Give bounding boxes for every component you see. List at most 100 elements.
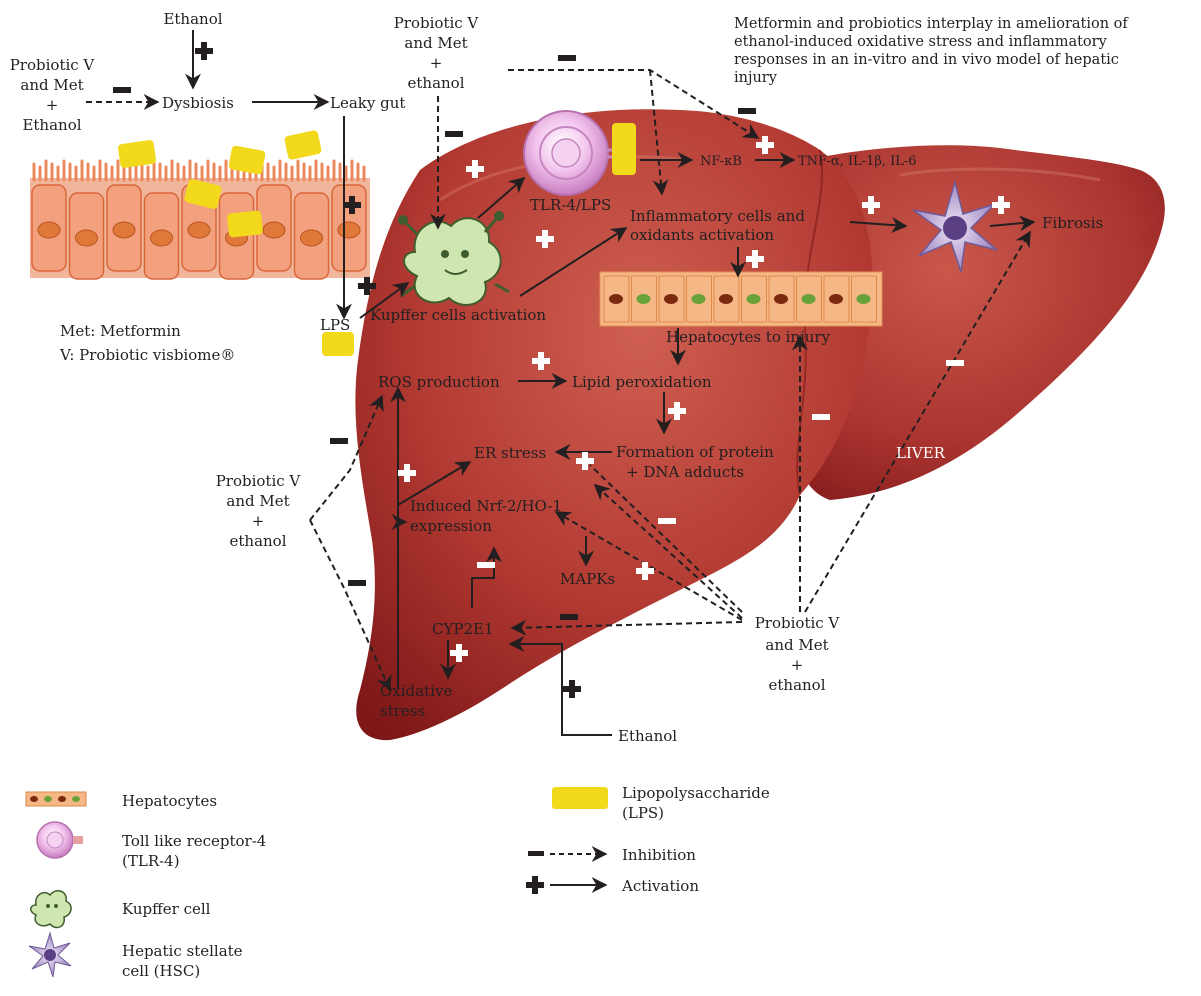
- legend-hepatocytes-label: Hepatocytes: [122, 792, 217, 810]
- node-leaky-gut: Leaky gut: [330, 94, 405, 112]
- node-tlr4-lps: TLR-4/LPS: [530, 196, 611, 214]
- svg-text:and Met: and Met: [226, 492, 289, 510]
- svg-text:and Met: and Met: [20, 76, 83, 94]
- legend-hsc-label: Hepatic stellate: [122, 942, 243, 960]
- minus-sign-dark: [330, 438, 348, 444]
- node-er-stress: ER stress: [474, 444, 546, 462]
- node-ros: ROS production: [378, 373, 500, 391]
- node-inflammatory: Inflammatory cells and: [630, 207, 805, 225]
- minus-sign-light: [477, 562, 495, 568]
- treatment-top-center: Probiotic V and Met + ethanol: [394, 14, 480, 92]
- node-adducts: Formation of protein: [616, 443, 774, 461]
- node-hepatocytes-injury: Hepatocytes to injury: [666, 328, 831, 346]
- title-block: Metformin and probiotics interplay in am…: [734, 16, 1129, 86]
- lps-molecule-tlr: [612, 123, 636, 175]
- svg-text:ethanol: ethanol: [230, 532, 287, 550]
- title-line: ethanol-induced oxidative stress and inf…: [734, 34, 1108, 50]
- node-kupffer-activation: Kupffer cells activation: [370, 306, 546, 324]
- gut-nucleus: [188, 222, 210, 238]
- legend-tlr4-label: Toll like receptor-4: [122, 832, 266, 850]
- svg-text:Probiotic V: Probiotic V: [755, 614, 841, 632]
- minus-sign-dark: [113, 87, 131, 93]
- node-oxidative: Oxidative: [380, 682, 452, 700]
- treatment-top-left: Probiotic V and Met + Ethanol: [10, 56, 96, 134]
- svg-text:+: +: [46, 96, 59, 114]
- svg-text:Probiotic V: Probiotic V: [394, 14, 480, 32]
- node-ethanol-top: Ethanol: [163, 10, 222, 28]
- node-cyp2e1: CYP2E1: [432, 620, 494, 638]
- legend: Hepatocytes Toll like receptor-4 (TLR-4)…: [26, 784, 770, 980]
- title-line: injury: [734, 70, 778, 86]
- svg-text:ethanol: ethanol: [769, 676, 826, 694]
- minus-sign-dark: [560, 614, 578, 620]
- plus-sign-dark: [563, 680, 581, 698]
- svg-text:and Met: and Met: [404, 34, 467, 52]
- gut-nucleus: [38, 222, 60, 238]
- lps-molecule: [227, 210, 263, 237]
- legend-hsc-icon: [29, 933, 71, 977]
- legend-tlr4-icon: [37, 822, 83, 858]
- minus-sign-light: [658, 518, 676, 524]
- lps-molecule: [322, 332, 354, 356]
- legend-lps-label-2: (LPS): [622, 804, 664, 822]
- node-stress: stress: [380, 702, 425, 720]
- legend-hepatocytes-icon: [26, 792, 86, 806]
- legend-hsc-label-2: cell (HSC): [122, 962, 200, 980]
- hepatocyte-band: [600, 272, 882, 326]
- minus-sign-dark: [348, 580, 366, 586]
- minus-sign-light: [812, 414, 830, 420]
- node-lipid: Lipid peroxidation: [572, 373, 712, 391]
- svg-text:+: +: [791, 656, 804, 674]
- svg-text:Probiotic V: Probiotic V: [10, 56, 96, 74]
- svg-text:Ethanol: Ethanol: [22, 116, 81, 134]
- treatment-right: Probiotic V and Met + ethanol: [755, 614, 841, 694]
- treatment-left: Probiotic V and Met + ethanol: [216, 472, 302, 550]
- abbrev-v: V: Probiotic visbiome®: [59, 346, 235, 364]
- node-oxidants: oxidants activation: [630, 226, 774, 244]
- node-ethanol-bottom: Ethanol: [618, 727, 677, 745]
- node-fibrosis: Fibrosis: [1042, 214, 1103, 232]
- svg-text:ethanol: ethanol: [408, 74, 465, 92]
- abbreviations: Met: Metformin V: Probiotic visbiome®: [59, 322, 235, 364]
- node-nrf2-2: expression: [410, 517, 492, 535]
- node-nrf2: Induced Nrf-2/HO-1: [410, 497, 562, 515]
- minus-sign-dark: [558, 55, 576, 61]
- lps-molecule: [228, 145, 266, 175]
- legend-lps-label: Lipopolysaccharide: [622, 784, 770, 802]
- svg-text:+: +: [252, 512, 265, 530]
- node-adducts-2: + DNA adducts: [626, 463, 744, 481]
- svg-text:+: +: [430, 54, 443, 72]
- abbrev-met: Met: Metformin: [60, 322, 181, 340]
- legend-kupffer-label: Kupffer cell: [122, 900, 211, 918]
- liver-illustration: [355, 109, 1164, 740]
- legend-activation-icon: [526, 876, 606, 894]
- gut-nucleus: [113, 222, 135, 238]
- legend-lps-icon: [552, 787, 608, 809]
- minus-sign-dark: [738, 108, 756, 114]
- gut-epithelium: [30, 161, 370, 279]
- gut-nucleus: [263, 222, 285, 238]
- svg-text:and Met: and Met: [765, 636, 828, 654]
- gut-nucleus: [76, 230, 98, 246]
- node-dysbiosis: Dysbiosis: [162, 94, 234, 112]
- node-nfkb: NF-κB: [700, 154, 742, 169]
- gut-nucleus: [301, 230, 323, 246]
- legend-kupffer-icon: [31, 891, 71, 928]
- node-mapks: MAPKs: [560, 570, 615, 588]
- liver-label: LIVER: [896, 444, 946, 462]
- gut-nucleus: [338, 222, 360, 238]
- gut-nucleus: [151, 230, 173, 246]
- gut-microvilli: [34, 161, 364, 180]
- legend-tlr4-label-2: (TLR-4): [122, 852, 180, 870]
- title-line: Metformin and probiotics interplay in am…: [734, 16, 1129, 32]
- minus-sign-light: [946, 360, 964, 366]
- node-lps: LPS: [320, 316, 350, 334]
- plus-sign-dark: [195, 42, 213, 60]
- legend-inhibition-icon: [528, 851, 606, 856]
- node-cytokines: TNF-α, IL-1β, IL-6: [798, 154, 917, 169]
- legend-activation-label: Activation: [621, 877, 699, 895]
- minus-sign-dark: [445, 131, 463, 137]
- lps-molecule: [284, 130, 322, 161]
